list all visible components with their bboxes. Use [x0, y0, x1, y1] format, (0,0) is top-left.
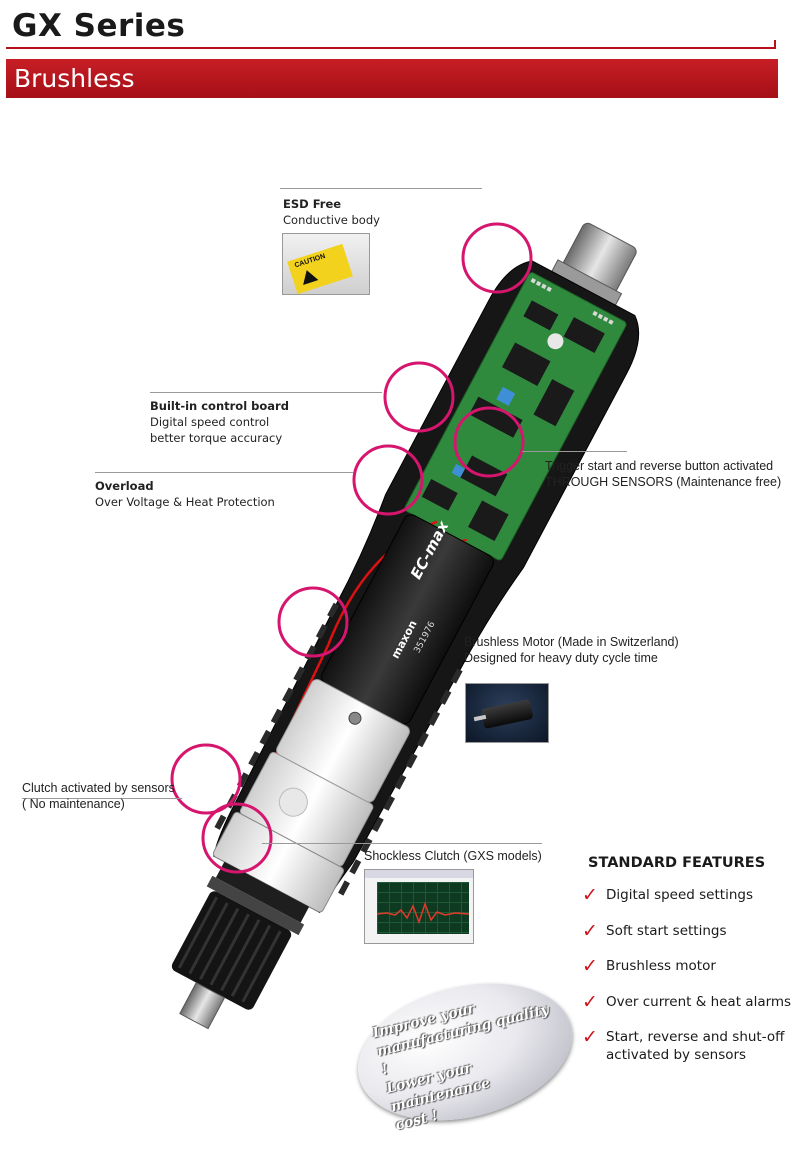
feature-item: ✓ Soft start settings: [582, 920, 797, 942]
features-title: STANDARD FEATURES: [588, 855, 766, 871]
motor-callout: Brushless Motor (Made in Switzerland) De…: [464, 634, 679, 666]
graph-waveform: [377, 901, 469, 925]
motor-line2: Designed for heavy duty cycle time: [464, 651, 658, 665]
highlight-trigger: [453, 406, 525, 478]
graph-plot-area: [377, 882, 469, 934]
overload-desc: Over Voltage & Heat Protection: [95, 495, 275, 509]
motor-thumbnail-body: [480, 699, 534, 729]
graph-titlebar: [365, 870, 473, 878]
feature-item: ✓ Start, reverse and shut-off activated …: [582, 1028, 797, 1064]
clutch-line2: ( No maintenance): [22, 797, 125, 811]
motor-line1: Brushless Motor (Made in Switzerland): [464, 635, 679, 649]
overload-line: [95, 472, 353, 473]
promo-line3: Lower your maintenance: [384, 1060, 492, 1116]
shockless-line: [262, 843, 542, 844]
caution-sticker: CAUTION: [287, 243, 353, 294]
checkmark-icon: ✓: [582, 920, 598, 942]
feature-label: Brushless motor: [606, 958, 716, 974]
checkmark-icon: ✓: [582, 1026, 598, 1048]
subtitle-band: Brushless: [6, 59, 778, 98]
highlight-esd: [461, 222, 533, 294]
subtitle: Brushless: [14, 64, 135, 93]
trigger-line: [522, 451, 627, 452]
highlight-motor: [277, 586, 349, 658]
trigger-line1: Trigger start and reverse button activat…: [545, 459, 774, 473]
overload-callout: Overload Over Voltage & Heat Protection: [95, 478, 275, 510]
overload-title: Overload: [95, 479, 154, 493]
feature-label: Start, reverse and shut-off activated by…: [606, 1029, 785, 1063]
clutch-line1: Clutch activated by sensors: [22, 781, 175, 795]
caution-text: CAUTION: [293, 252, 327, 270]
clutch-callout: Clutch activated by sensors ( No mainten…: [22, 780, 175, 812]
control-board-line: [150, 392, 382, 393]
shockless-graph-thumbnail: [364, 869, 474, 944]
clutch-line: [22, 798, 182, 799]
checkmark-icon: ✓: [582, 955, 598, 977]
esd-callout: ESD Free Conductive body: [283, 196, 380, 228]
control-board-title: Built-in control board: [150, 399, 289, 413]
esd-callout-line: [280, 188, 482, 189]
feature-item: ✓ Over current & heat alarms: [582, 991, 797, 1013]
feature-item: ✓ Brushless motor: [582, 955, 797, 977]
warning-triangle-icon: [299, 267, 319, 285]
control-board-line1: Digital speed control: [150, 415, 270, 429]
trigger-line2: THROUGH SENSORS (Maintenance free): [545, 475, 782, 489]
highlight-sensor: [201, 802, 273, 874]
checkmark-icon: ✓: [582, 991, 598, 1013]
control-board-callout: Built-in control board Digital speed con…: [150, 398, 289, 446]
highlight-control-board: [383, 361, 455, 433]
title-divider: [6, 47, 776, 49]
page-title: GX Series: [12, 8, 186, 44]
motor-thumbnail: [465, 683, 549, 743]
feature-item: ✓ Digital speed settings: [582, 884, 797, 906]
checkmark-icon: ✓: [582, 884, 598, 906]
title-divider-end: [774, 40, 776, 49]
trigger-callout: Trigger start and reverse button activat…: [545, 458, 781, 490]
esd-title: ESD Free: [283, 197, 342, 211]
feature-label: Soft start settings: [606, 923, 727, 939]
highlight-overload: [352, 444, 424, 516]
feature-label: Over current & heat alarms: [606, 994, 792, 1010]
shockless-label: Shockless Clutch (GXS models): [364, 849, 542, 863]
feature-label: Digital speed settings: [606, 887, 753, 903]
esd-desc: Conductive body: [283, 213, 380, 227]
highlight-clutch: [170, 743, 242, 815]
control-board-line2: better torque accuracy: [150, 431, 283, 445]
esd-thumbnail: CAUTION: [282, 233, 370, 295]
